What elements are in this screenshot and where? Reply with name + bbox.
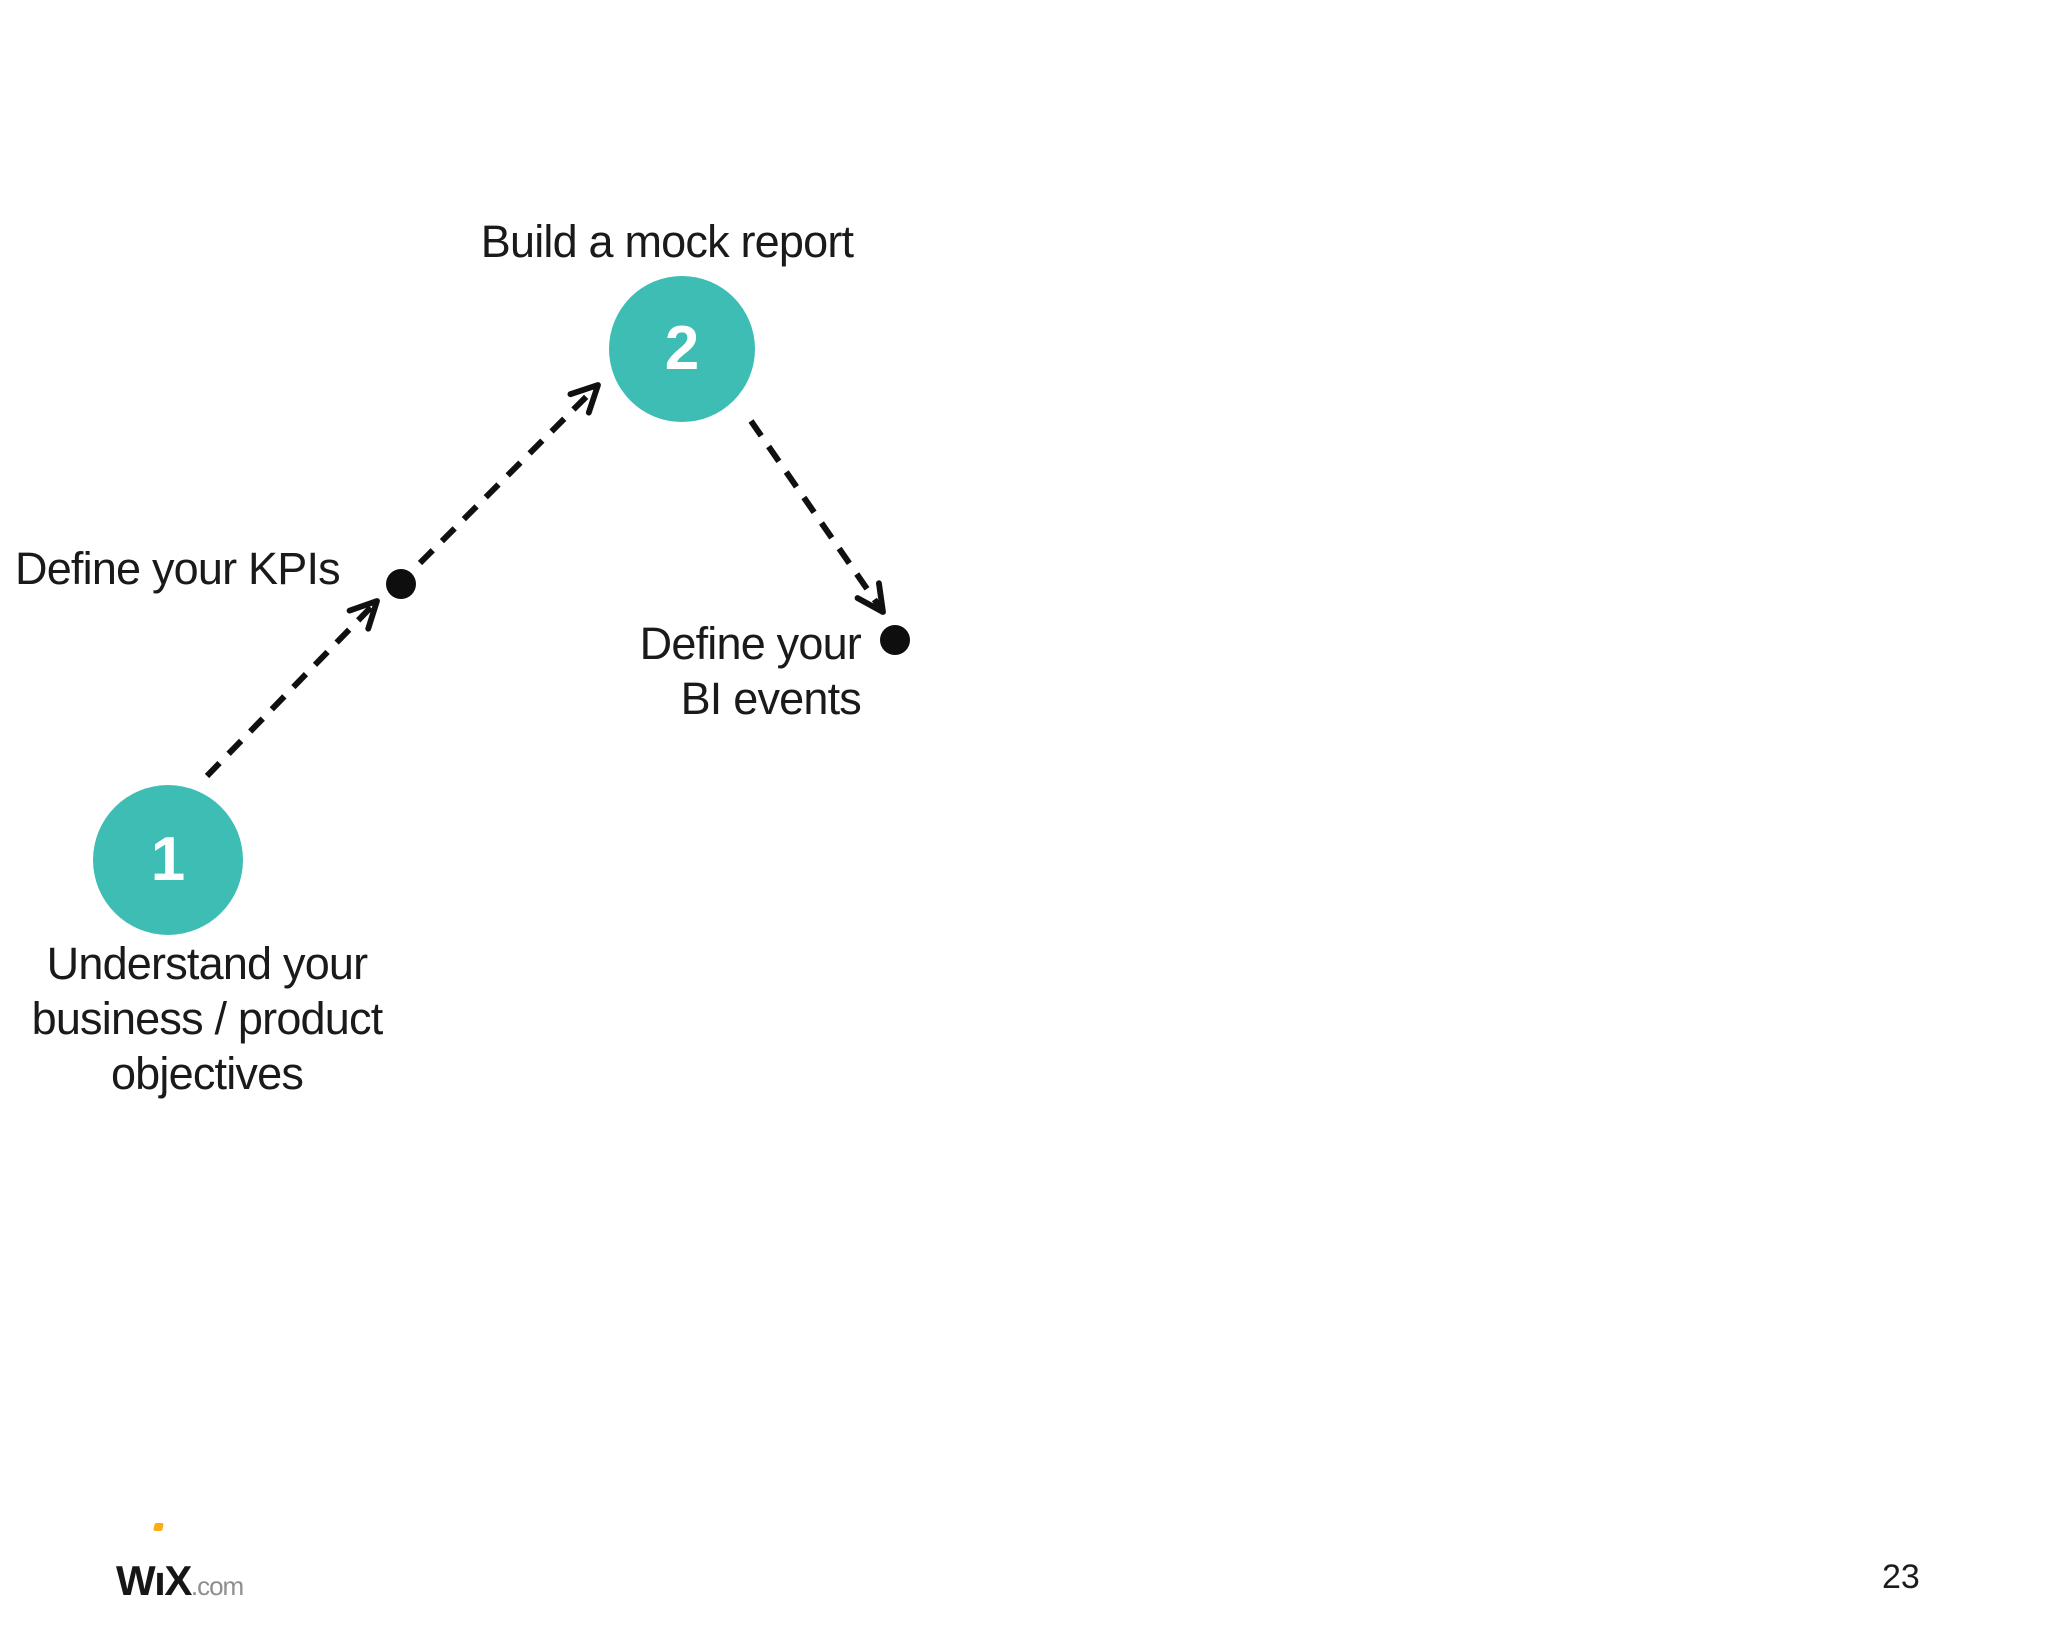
wix-logo-suffix: .com [190,1571,244,1601]
wix-logo-x: X [164,1557,192,1604]
bi-events-label-line2: BI events [680,673,862,724]
arrow-step2-to-bi-events-icon [748,419,886,615]
arrow-kpis-to-step2-icon [417,382,601,566]
step2-number: 2 [664,314,700,383]
step1-circle: 1 [93,785,243,935]
bi-events-label: Define your BI events [551,616,862,726]
page-number: 23 [1882,1558,1920,1596]
kpi-milestone-label: Define your KPIs [15,543,341,594]
wix-logo-w: W [116,1557,156,1604]
arrow-step1-to-kpis-icon [204,598,380,779]
step1-label-line1: Understand your [46,938,369,989]
step1-label: Understand your business / product objec… [20,936,394,1101]
bi-events-label-line1: Define your [639,618,862,669]
wix-logo-tittle-icon [153,1523,165,1531]
step1-number: 1 [150,825,186,894]
bi-events-dot-icon [880,625,910,655]
step1-label-line3: objectives [110,1048,304,1099]
wix-logo-i: ı [153,1523,166,1604]
step2-label: Build a mock report [480,216,854,267]
wix-logo-i-glyph: ı [154,1557,166,1604]
kpi-milestone-dot-icon [386,569,416,599]
step1-label-line2: business / product [31,993,384,1044]
step2-circle: 2 [609,276,755,422]
